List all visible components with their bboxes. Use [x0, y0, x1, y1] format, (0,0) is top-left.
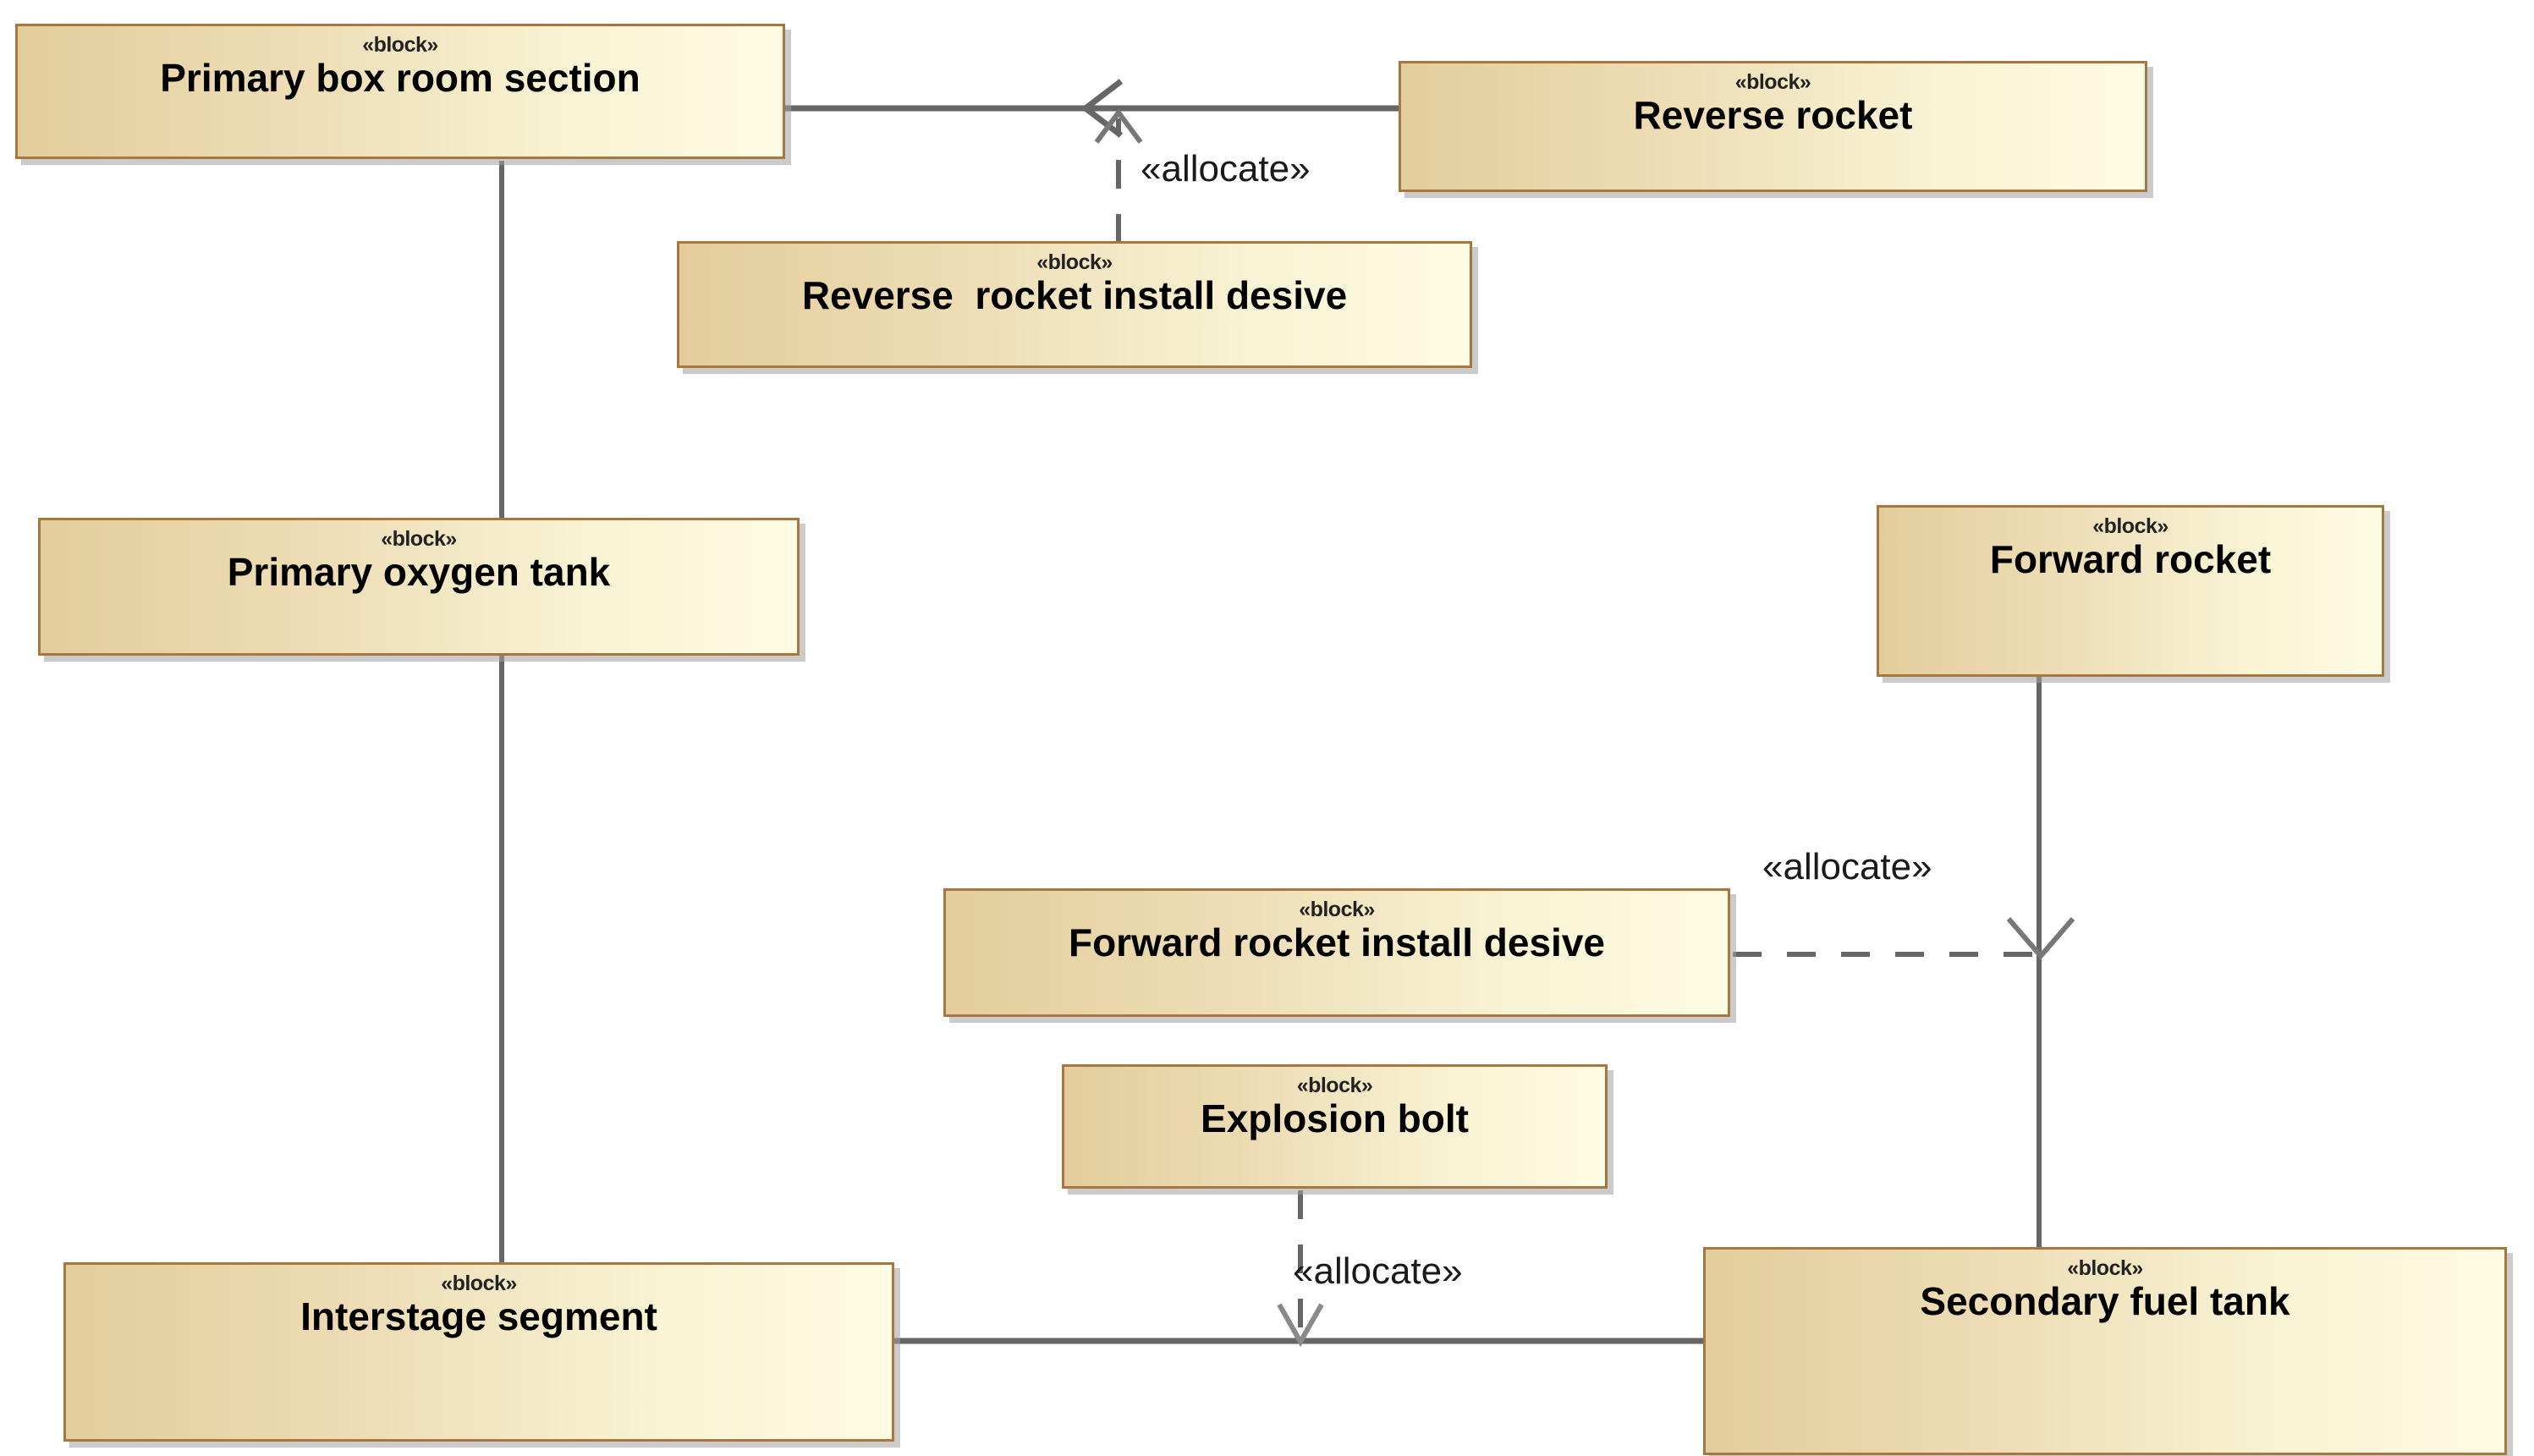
stereotype-label: «block»	[1299, 898, 1375, 921]
block-forward-rocket[interactable]: «block» Forward rocket	[1877, 505, 2384, 677]
block-name-label: Reverse rocket	[1633, 93, 1913, 137]
stereotype-label: «block»	[362, 33, 438, 57]
block-name-label: Reverse rocket install desive	[801, 273, 1348, 317]
block-primary-oxygen-tank[interactable]: «block» Primary oxygen tank	[38, 518, 800, 656]
stereotype-label: «block»	[381, 527, 457, 551]
block-reverse-rocket-install-desive[interactable]: «block» Reverse rocket install desive	[677, 241, 1472, 368]
allocate-reverse-install-desive[interactable]	[1094, 107, 1143, 243]
block-name-label: Forward rocket install desive	[1068, 920, 1605, 964]
allocate-forward-install-desive[interactable]	[1733, 917, 2075, 960]
allocate-label-explosion-bolt: «allocate»	[1293, 1250, 1463, 1292]
block-secondary-fuel-tank[interactable]: «block» Secondary fuel tank	[1703, 1247, 2507, 1455]
block-name-label: Secondary fuel tank	[1920, 1279, 2290, 1323]
block-explosion-bolt[interactable]: «block» Explosion bolt	[1062, 1064, 1608, 1189]
block-name-label: Interstage segment	[300, 1294, 657, 1338]
block-name-label: Primary box room section	[160, 56, 640, 100]
stereotype-label: «block»	[1036, 250, 1113, 274]
stereotype-label: «block»	[441, 1272, 517, 1295]
block-name-label: Forward rocket	[1989, 537, 2272, 581]
block-name-label: Primary oxygen tank	[227, 550, 611, 594]
stereotype-label: «block»	[1296, 1074, 1373, 1097]
open-arrowhead-up	[1094, 107, 1143, 144]
association-reverse-rocket-to-primary-box[interactable]	[785, 79, 1399, 138]
open-arrowhead-down	[2006, 917, 2075, 960]
block-interstage-segment[interactable]: «block» Interstage segment	[63, 1262, 894, 1442]
open-arrowhead-left	[1080, 79, 1124, 138]
block-primary-box-room-section[interactable]: «block» Primary box room section	[15, 24, 785, 159]
block-forward-rocket-install-desive[interactable]: «block» Forward rocket install desive	[943, 888, 1730, 1017]
allocate-label-reverse-rocket: «allocate»	[1141, 148, 1311, 190]
block-name-label: Explosion bolt	[1201, 1096, 1469, 1140]
block-reverse-rocket[interactable]: «block» Reverse rocket	[1399, 61, 2147, 192]
stereotype-label: «block»	[2067, 1256, 2143, 1280]
allocate-label-forward-rocket: «allocate»	[1762, 846, 1932, 887]
stereotype-label: «block»	[1734, 70, 1811, 94]
stereotype-label: «block»	[2092, 514, 2168, 538]
open-arrowhead-down	[1277, 1303, 1324, 1348]
